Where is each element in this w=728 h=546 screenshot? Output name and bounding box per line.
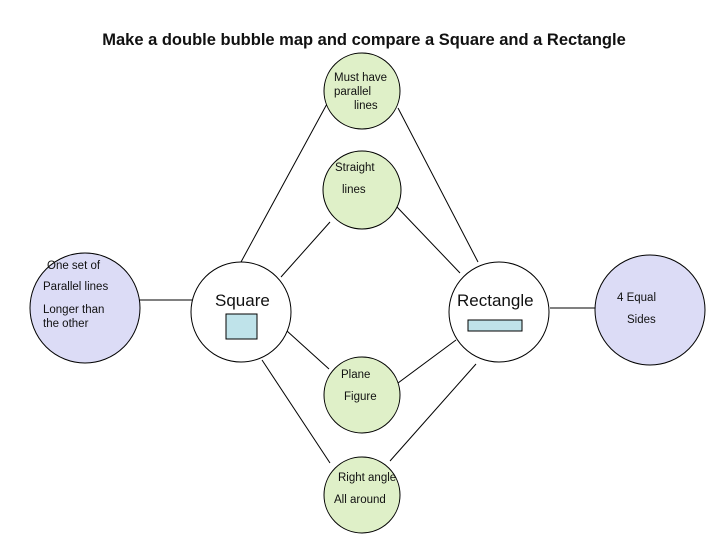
square-unique-text: the other <box>43 318 89 330</box>
rectangle-unique-text: Sides <box>627 314 656 326</box>
shared-bubble-text: lines <box>354 100 378 112</box>
rectangle-label: Rectangle <box>457 291 534 310</box>
connector-rectangle-must-have-parallel-lines <box>397 107 479 263</box>
connector-square-straight-lines <box>280 221 331 278</box>
square-shape-icon <box>225 313 258 340</box>
shared-bubble-text: Right angle <box>338 472 397 484</box>
rectangle-unique-text: 4 Equal <box>617 292 657 304</box>
page-title: Make a double bubble map and compare a S… <box>102 31 626 49</box>
square-center-bubble <box>190 261 292 363</box>
rectangle-shape-icon <box>467 319 523 332</box>
connector-rectangle-straight-lines <box>396 206 461 274</box>
shared-bubble-text: Plane <box>341 369 371 381</box>
shared-bubble-plane-figure <box>323 356 401 434</box>
shared-bubble-must-have-parallel-lines <box>323 52 401 130</box>
shared-bubble-text: Must have <box>334 72 388 84</box>
shared-bubble-text: All around <box>334 494 386 506</box>
rectangle-center-bubble <box>448 261 550 363</box>
shared-bubble-straight-lines <box>322 150 402 230</box>
connector-rectangle-right-angle <box>389 363 477 462</box>
shared-bubble-text: Figure <box>344 391 377 403</box>
connector-square-plane-figure <box>286 330 330 370</box>
shared-bubble-text: parallel <box>334 86 372 98</box>
shared-bubble-text: lines <box>342 184 366 196</box>
connector-square-must-have-parallel-lines <box>240 101 329 263</box>
square-unique-text: Longer than <box>43 304 105 316</box>
shared-bubble-right-angle <box>323 456 401 534</box>
connector-rectangle-plane-figure <box>397 339 457 384</box>
square-label: Square <box>215 291 270 310</box>
rectangle-unique-bubble <box>594 254 706 366</box>
connector-square-right-angle <box>261 359 331 464</box>
square-unique-bubble <box>29 252 141 364</box>
square-unique-text: Parallel lines <box>43 281 109 293</box>
square-unique-text: One set of <box>47 260 101 272</box>
shared-bubble-text: Straight <box>335 162 375 174</box>
